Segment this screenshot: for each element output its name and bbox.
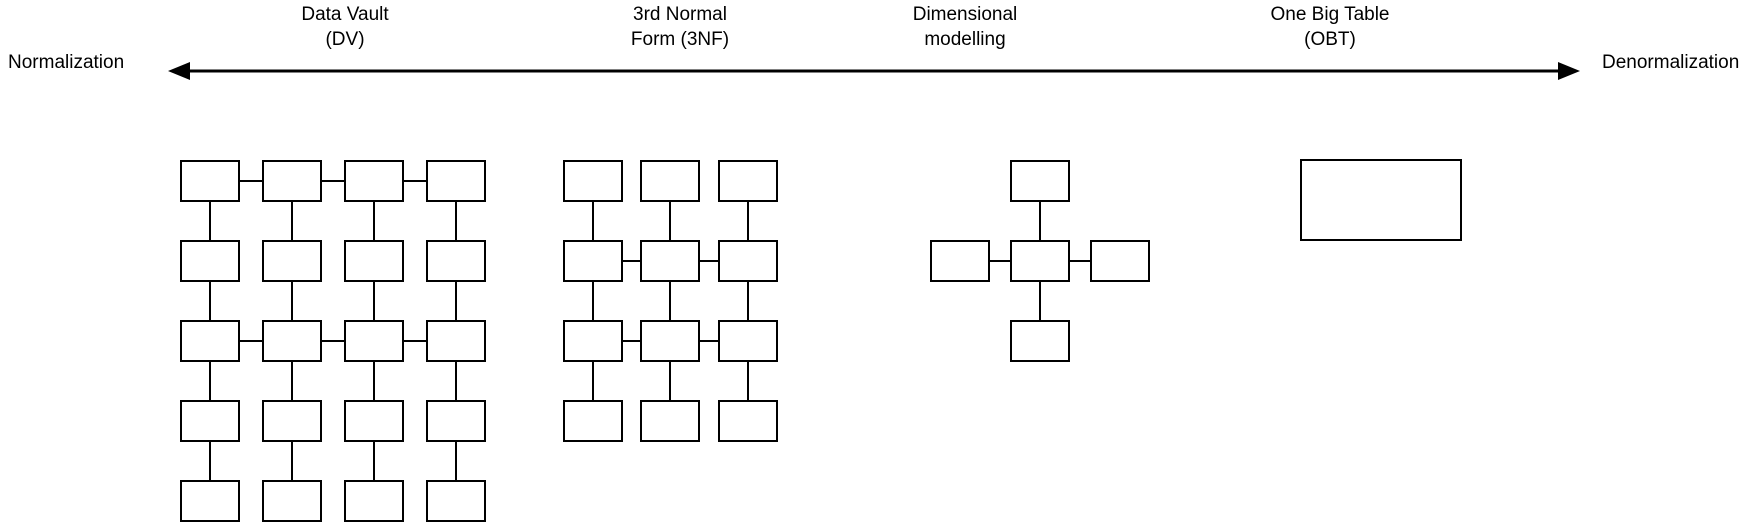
node-connector-horizontal xyxy=(623,340,640,342)
node-connector-horizontal xyxy=(990,260,1010,262)
node-connector-horizontal xyxy=(322,180,344,182)
table-node[interactable] xyxy=(1010,320,1070,362)
node-connector-vertical xyxy=(291,362,293,400)
table-node[interactable] xyxy=(718,320,778,362)
node-connector-vertical xyxy=(747,282,749,320)
node-connector-horizontal xyxy=(623,260,640,262)
table-node[interactable] xyxy=(344,240,404,282)
node-connector-vertical xyxy=(373,282,375,320)
table-node[interactable] xyxy=(563,160,623,202)
node-connector-horizontal xyxy=(240,180,262,182)
node-connector-vertical xyxy=(747,362,749,400)
node-connector-vertical xyxy=(373,362,375,400)
node-connector-horizontal xyxy=(322,340,344,342)
stage-label-dimensional-modelling: Dimensional modelling xyxy=(912,4,1018,50)
stage-label-one-big-table: One Big Table (OBT) xyxy=(1270,4,1390,50)
table-node[interactable] xyxy=(180,400,240,442)
stage-label-third-normal-form: 3rd Normal Form (3NF) xyxy=(630,4,730,50)
table-node[interactable] xyxy=(640,160,700,202)
table-node[interactable] xyxy=(262,240,322,282)
node-connector-horizontal xyxy=(404,340,426,342)
table-node[interactable] xyxy=(262,160,322,202)
node-connector-horizontal xyxy=(1070,260,1090,262)
table-node[interactable] xyxy=(262,400,322,442)
axis-label-normalization: Normalization xyxy=(8,52,125,73)
node-connector-vertical xyxy=(747,202,749,240)
node-connector-vertical xyxy=(455,362,457,400)
node-connector-vertical xyxy=(209,442,211,480)
node-connector-vertical xyxy=(1039,202,1041,240)
table-node[interactable] xyxy=(180,160,240,202)
node-connector-vertical xyxy=(291,202,293,240)
node-connector-vertical xyxy=(373,202,375,240)
table-node[interactable] xyxy=(563,240,623,282)
table-node[interactable] xyxy=(1010,240,1070,282)
table-node[interactable] xyxy=(1300,159,1462,241)
table-node[interactable] xyxy=(180,480,240,522)
table-node[interactable] xyxy=(1010,160,1070,202)
node-connector-vertical xyxy=(209,202,211,240)
node-connector-vertical xyxy=(291,282,293,320)
table-node[interactable] xyxy=(180,240,240,282)
table-node[interactable] xyxy=(718,400,778,442)
node-connector-vertical xyxy=(209,362,211,400)
node-connector-horizontal xyxy=(700,340,718,342)
node-connector-vertical xyxy=(592,282,594,320)
node-connector-vertical xyxy=(1039,282,1041,320)
table-node[interactable] xyxy=(344,480,404,522)
node-connector-vertical xyxy=(373,442,375,480)
stage-label-data-vault: Data Vault (DV) xyxy=(301,4,389,50)
table-node[interactable] xyxy=(426,400,486,442)
node-connector-horizontal xyxy=(240,340,262,342)
table-node[interactable] xyxy=(640,400,700,442)
table-node[interactable] xyxy=(262,480,322,522)
node-connector-vertical xyxy=(592,362,594,400)
table-node[interactable] xyxy=(180,320,240,362)
table-node[interactable] xyxy=(930,240,990,282)
table-node[interactable] xyxy=(426,160,486,202)
node-connector-horizontal xyxy=(404,180,426,182)
node-connector-vertical xyxy=(669,282,671,320)
table-node[interactable] xyxy=(718,240,778,282)
table-node[interactable] xyxy=(563,320,623,362)
node-connector-vertical xyxy=(592,202,594,240)
node-connector-horizontal xyxy=(700,260,718,262)
table-node[interactable] xyxy=(344,400,404,442)
table-node[interactable] xyxy=(563,400,623,442)
table-node[interactable] xyxy=(426,480,486,522)
table-node[interactable] xyxy=(262,320,322,362)
table-node[interactable] xyxy=(344,160,404,202)
node-connector-vertical xyxy=(669,362,671,400)
table-node[interactable] xyxy=(718,160,778,202)
table-node[interactable] xyxy=(426,320,486,362)
node-connector-vertical xyxy=(455,202,457,240)
node-connector-vertical xyxy=(455,282,457,320)
table-node[interactable] xyxy=(640,320,700,362)
node-connector-vertical xyxy=(669,202,671,240)
node-connector-vertical xyxy=(291,442,293,480)
axis-label-denormalization: Denormalization xyxy=(1602,52,1740,73)
node-connector-vertical xyxy=(455,442,457,480)
table-node[interactable] xyxy=(426,240,486,282)
table-node[interactable] xyxy=(344,320,404,362)
double-headed-arrow-icon xyxy=(168,62,1580,80)
table-node[interactable] xyxy=(640,240,700,282)
node-connector-vertical xyxy=(209,282,211,320)
table-node[interactable] xyxy=(1090,240,1150,282)
